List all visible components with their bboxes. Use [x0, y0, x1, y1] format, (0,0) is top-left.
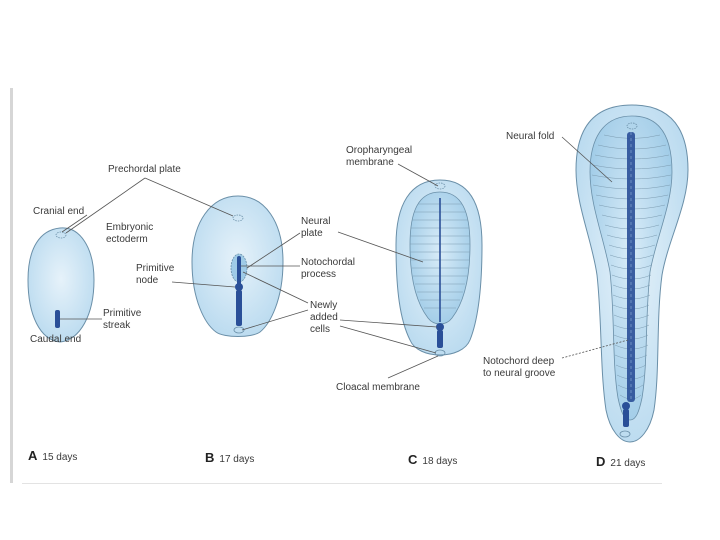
leader-neural-fold [561, 136, 613, 183]
panel-b-letter: B [205, 450, 215, 465]
leader-primitive-node-b [171, 281, 236, 288]
embryo-b-prechordal-plate [232, 214, 244, 222]
panel-c-caption: C 18 days [408, 452, 457, 467]
leader-newly-added-b-upper [242, 271, 309, 304]
label-caudal-end: Caudal end [30, 334, 82, 345]
panel-b-caption: B 17 days [205, 450, 254, 465]
label-oropharyngeal-membrane: Oropharyngeal membrane [346, 145, 413, 168]
label-notochord-deep: Notochord deep to neural groove [483, 356, 556, 379]
label-prechordal-plate: Prechordal plate [108, 164, 181, 175]
embryo-d [575, 104, 689, 443]
label-primitive-streak: Primitive streak [103, 308, 142, 331]
embryo-d-oropharyngeal-membrane [626, 122, 638, 130]
leader-newly-added-c-lower [339, 325, 437, 354]
embryo-a-prechordal-plate [55, 231, 67, 239]
leader-neural-plate-b [246, 232, 301, 269]
embryo-c [395, 179, 483, 357]
embryo-b [191, 195, 284, 337]
label-embryonic-ectoderm: Embryonic ectoderm [106, 222, 154, 245]
leader-neural-plate-c [337, 231, 424, 263]
panel-a-letter: A [28, 448, 38, 463]
label-newly-added-cells: Newly added cells [310, 300, 338, 335]
label-cloacal-membrane: Cloacal membrane [336, 382, 420, 393]
label-neural-fold: Neural fold [506, 131, 555, 142]
panel-d-letter: D [596, 454, 606, 469]
leader-lines [60, 136, 629, 379]
leader-newly-added-b-lower [241, 309, 309, 331]
embryo-c-primitive-node [436, 323, 444, 331]
panel-d-age: 21 days [610, 458, 646, 469]
label-primitive-node: Primitive node [136, 263, 175, 286]
embryo-c-oropharyngeal-membrane [434, 182, 446, 190]
embryo-d-primitive-streak [623, 409, 629, 427]
leader-notochord-deep [561, 339, 629, 359]
leader-newly-added-c-upper [339, 319, 438, 328]
leader-cranial-end [61, 214, 88, 233]
embryo-a [27, 227, 95, 343]
embryo-d-neural-fold-striations [591, 134, 672, 400]
panel-a-caption: A 15 days [28, 448, 77, 463]
leader-cloacal [387, 355, 439, 379]
scan-edge [10, 88, 13, 483]
embryo-b-primitive-streak [236, 290, 242, 326]
embryo-d-cloacal-membrane [619, 430, 631, 438]
label-notochordal-process: Notochordal process [301, 257, 355, 280]
leader-prechordal-a [65, 177, 146, 234]
embryo-b-cloacal-membrane [233, 326, 245, 334]
label-cranial-end: Cranial end [33, 206, 85, 217]
leader-oropharyngeal [397, 163, 439, 187]
embryo-a-primitive-streak [55, 310, 60, 328]
panel-c-letter: C [408, 452, 418, 467]
embryo-d-primitive-node [622, 402, 630, 410]
panel-d-caption: D 21 days [596, 454, 645, 469]
embryo-b-primitive-node [235, 283, 243, 291]
panel-b-age: 17 days [219, 454, 255, 465]
leader-prechordal-b [144, 177, 234, 217]
label-neural-plate: Neural plate [301, 216, 331, 239]
embryo-c-primitive-streak [437, 330, 443, 348]
panel-a-age: 15 days [42, 452, 78, 463]
embryo-a-disc [27, 227, 95, 343]
panel-c-age: 18 days [422, 456, 458, 467]
scan-rule [22, 483, 662, 484]
